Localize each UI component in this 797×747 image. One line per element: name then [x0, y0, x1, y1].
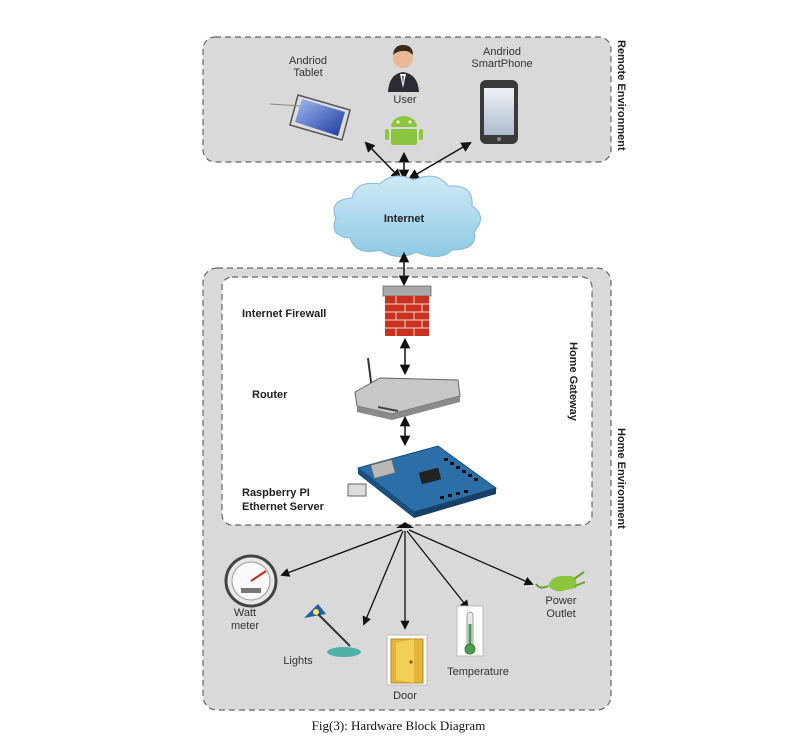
- hub-connector: [396, 522, 414, 528]
- outlet-label-line1: Power: [545, 595, 577, 607]
- android-tablet-icon: [269, 94, 351, 141]
- home-environment-label: Home Environment: [615, 428, 627, 529]
- tablet-label-line1: Andriod: [289, 55, 327, 67]
- power-outlet-icon: [535, 571, 586, 592]
- lights-lamp-icon: [304, 604, 361, 657]
- door-label: Door: [393, 690, 417, 702]
- tablet-label-line2: Tablet: [293, 67, 322, 79]
- android-robot-icon: [385, 116, 423, 145]
- firewall-icon: [382, 285, 432, 336]
- arrow-phone-internet: [408, 141, 472, 180]
- internet-label: Internet: [384, 213, 425, 225]
- wattmeter-label-line1: Watt: [234, 607, 256, 619]
- user-label: User: [393, 94, 417, 106]
- router-icon: [354, 357, 461, 420]
- phone-label-line2: SmartPhone: [471, 58, 532, 70]
- temperature-label: Temperature: [447, 666, 509, 678]
- watt-meter-icon: [224, 554, 278, 608]
- internet-cloud-icon: [333, 175, 481, 257]
- home-gateway-label: Home Gateway: [567, 342, 579, 422]
- arrow-tablet-internet: [364, 141, 402, 180]
- remote-environment-label: Remote Environment: [615, 40, 627, 151]
- figure-caption: Fig(3): Hardware Block Diagram: [311, 718, 486, 733]
- phone-label-line1: Andriod: [483, 46, 521, 58]
- device-arrows: [280, 529, 534, 630]
- outlet-label-line2: Outlet: [546, 608, 575, 620]
- lights-label: Lights: [283, 655, 313, 667]
- server-label-line1: Raspberry PI: [242, 487, 310, 499]
- thermometer-icon: [456, 605, 484, 657]
- door-icon: [386, 634, 428, 686]
- android-smartphone-icon: [480, 80, 518, 144]
- server-label-line2: Ethernet Server: [242, 501, 325, 513]
- firewall-label: Internet Firewall: [242, 308, 326, 320]
- raspberry-pi-board-icon: [347, 445, 498, 518]
- router-label: Router: [252, 389, 288, 401]
- user-icon: [388, 45, 419, 92]
- wattmeter-label-line2: meter: [231, 620, 259, 632]
